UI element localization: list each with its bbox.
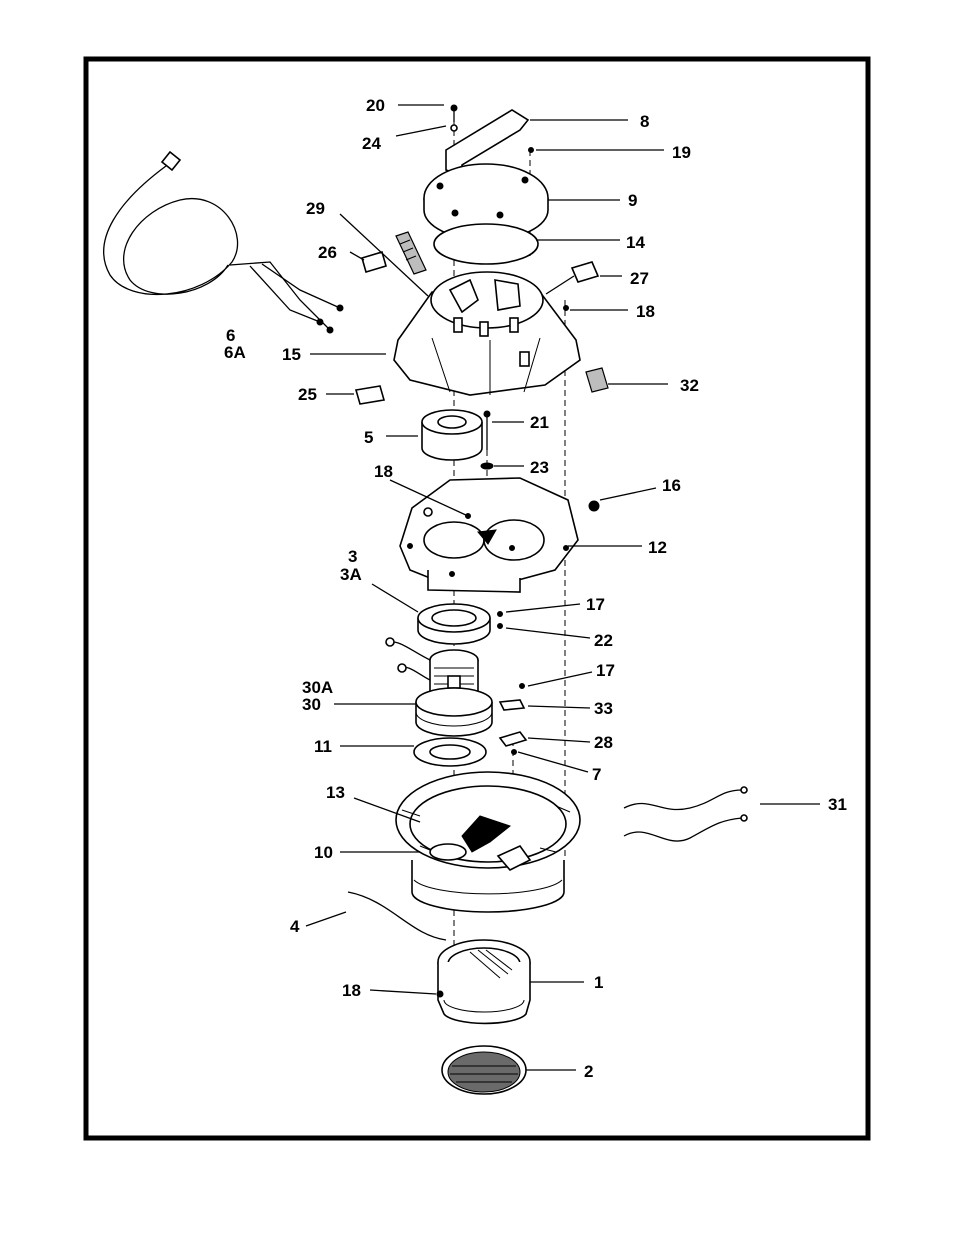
- screws-top: [450, 104, 534, 153]
- mounting-plate-part: [399, 477, 579, 593]
- label-9: 9: [628, 191, 637, 210]
- label-26: 26: [318, 243, 337, 262]
- label-18-upper: 18: [636, 302, 655, 321]
- label-1: 1: [594, 973, 603, 992]
- decals: [354, 251, 600, 405]
- label-15: 15: [282, 345, 301, 364]
- screws-mid: [497, 611, 525, 689]
- label-11: 11: [314, 737, 332, 756]
- label-6: 6: [226, 326, 235, 345]
- label-22: 22: [594, 631, 613, 650]
- label-7: 7: [592, 765, 601, 784]
- label-17-upper: 17: [586, 595, 605, 614]
- bearing-ring-part: [421, 409, 483, 461]
- screw-18-upper: [563, 305, 569, 311]
- label-17-lower: 17: [596, 661, 615, 680]
- label-18-lower: 18: [342, 981, 361, 1000]
- label-23: 23: [530, 458, 549, 477]
- label-18-middle: 18: [374, 462, 393, 481]
- label-5: 5: [364, 428, 373, 447]
- label-21: 21: [530, 413, 549, 432]
- label-4: 4: [290, 917, 300, 936]
- label-30: 30: [302, 695, 321, 714]
- label-3: 3: [348, 547, 357, 566]
- label-16: 16: [662, 476, 681, 495]
- motor-part: [385, 637, 493, 737]
- leader-lines: [305, 104, 820, 1071]
- label-2: 2: [584, 1062, 593, 1081]
- label-24: 24: [362, 134, 381, 153]
- label-20: 20: [366, 96, 385, 115]
- filter-cage-part: [436, 939, 531, 1025]
- label-6a: 6A: [224, 343, 246, 362]
- spring-part: [395, 231, 427, 275]
- label-31: 31: [828, 795, 847, 814]
- power-cord-part: [103, 150, 344, 334]
- label-13: 13: [326, 783, 345, 802]
- lower-housing-part: [395, 771, 581, 913]
- part-labels: 20 24 8 19 9 29 14 26 27 18 6 6A 15 25 3…: [224, 96, 847, 1081]
- label-32: 32: [680, 376, 699, 395]
- label-30a: 30A: [302, 678, 333, 697]
- label-3a: 3A: [340, 565, 362, 584]
- label-12: 12: [648, 538, 667, 557]
- motor-housing-top-part: [393, 271, 581, 396]
- label-14: 14: [626, 233, 645, 252]
- fan-ring-part: [417, 603, 491, 645]
- label-10: 10: [314, 843, 333, 862]
- label-33: 33: [594, 699, 613, 718]
- label-29: 29: [306, 199, 325, 218]
- diagram-frame: [83, 56, 871, 1141]
- screen-cap-part: [441, 1045, 527, 1095]
- brush-pieces: [498, 699, 528, 755]
- label-8: 8: [640, 112, 649, 131]
- label-28: 28: [594, 733, 613, 752]
- label-25: 25: [298, 385, 317, 404]
- switch-part: [585, 367, 609, 393]
- tube-part: [347, 891, 447, 941]
- label-19: 19: [672, 143, 691, 162]
- seal-ring-part: [413, 737, 487, 767]
- long-screw-part: [483, 410, 491, 450]
- nut-part: [588, 500, 600, 512]
- wires-part: [623, 786, 748, 842]
- gasket-part: [433, 223, 539, 265]
- washer-part: [480, 462, 494, 470]
- label-27: 27: [630, 269, 649, 288]
